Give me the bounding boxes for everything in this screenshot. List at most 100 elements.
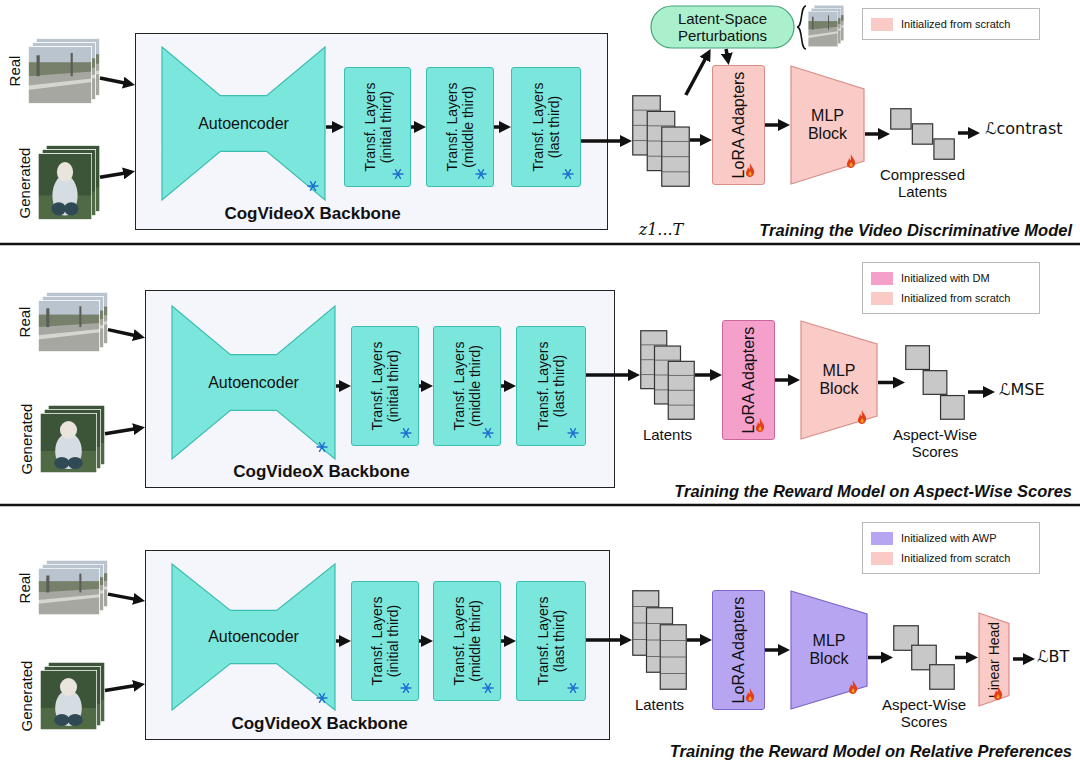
generated-frames [40,405,105,473]
node-label: Linear Head [986,621,1002,697]
node-label: Aspect-Wise Scores [863,696,985,731]
layer-box: Transf. Layers (last third) [511,67,581,187]
flow-arrow [108,594,137,600]
node-label: Compressed Latents [860,166,985,201]
node-label: CogVideoX Backbone [146,714,493,734]
perturbed-frames [808,5,844,47]
flow-arrow [586,638,624,642]
node-shape [890,108,955,160]
mlp-trapezoid: MLP Block [800,320,878,440]
real-frames [38,560,108,615]
node-label: Latent-Space Perturbations [658,11,788,44]
flow-arrow [775,378,792,382]
frozen-icons [308,170,578,703]
flow-arrow [336,384,343,388]
generated-frames [40,662,105,730]
node-label: MLP Block [804,632,854,669]
legend-row: Initialized with AWP [871,528,1031,548]
layer-box: LoRA Adapters [712,590,765,710]
real-frames [38,292,108,352]
legend-swatch [871,292,893,305]
mlp-trapezoid: MLP Block [790,590,868,710]
flow-arrow [411,125,418,129]
node-label: Transf. Layers (initial third) [369,585,401,697]
flow-arrow [765,648,782,652]
image-stack: Real [38,560,108,615]
flow-arrow [494,125,503,129]
backbone-box: CogVideoX BackboneAutoencoderTransf. Lay… [145,290,615,488]
flow-arrow [501,384,508,388]
image-stack: Generated [40,662,105,730]
node-label: Autoencoder [184,114,304,132]
flow-arrow [100,78,127,83]
legend-box: Initialized with AWPInitialized from scr… [862,522,1040,574]
node-label: Latents [602,696,717,713]
autoencoder-shape: Autoencoder [171,305,336,460]
node-shape [632,590,687,690]
legend-label: Initialized from scratch [901,18,1010,30]
latent-stack: Latents [640,330,695,420]
flow-arrow [865,132,882,136]
flow-arrow [955,656,970,660]
layer-box: LoRA Adapters [722,320,775,440]
node-label: z1...T [602,221,720,239]
real-frames [28,38,100,104]
latent-stack: Latents [632,590,687,690]
node-shape [905,345,965,420]
node-shape [640,330,695,420]
layer-box: Transf. Layers (initial third) [351,326,419,446]
node-label: Transf. Layers (last third) [535,585,567,697]
flow-arrow [105,685,137,690]
node-label: CogVideoX Backbone [136,204,489,224]
flow-arrow [878,381,897,385]
flow-arrow [726,49,727,57]
node-label: Real [16,307,33,338]
backbone-box: CogVideoX Backbone Autoencoder Transf. Lay… [145,550,610,740]
node-label: Autoencoder [194,628,314,646]
image-stack: Generated [40,405,105,473]
node-label: LoRA Adapters [729,69,747,181]
node-shape [632,95,690,187]
loss-label: ℒcontrast [985,119,1063,138]
node-label: Real [16,572,33,603]
node-label: MLP Block [803,107,853,144]
trainable-icons [746,154,1002,702]
node-label: Generated [18,404,35,475]
linear-head: Linear Head [978,612,1010,707]
legend-label: Initialized with DM [901,272,990,284]
brace [797,6,806,49]
layer-box: Transf. Layers (middle third) [426,67,494,187]
separator [0,243,1080,246]
latent-stack: Aspect-Wise Scores [893,625,955,690]
legend-swatch [871,18,893,31]
node-label: Aspect-Wise Scores [875,426,995,461]
image-stack: Generated [38,145,100,220]
perturbation-bubble: Latent-Space Perturbations [650,5,795,49]
legend-label: Initialized from scratch [901,292,1010,304]
legend-row: Initialized with DM [871,268,1031,288]
node-shape [893,625,955,690]
layer-box: LoRA Adapters [712,65,765,185]
image-stack: Real [28,38,100,104]
flow-arrow [686,56,707,95]
node-label: Transf. Layers (middle third) [451,330,483,442]
legend-row: Initialized from scratch [871,14,1031,34]
flow-arrow [326,125,336,129]
latent-stack: Compressed Latents [890,108,955,160]
layer-box: Transf. Layers (middle third) [433,326,501,446]
legend-box: Initialized with DM Initialized from scra… [862,262,1040,314]
layer-box: Transf. Layers (initial third) [351,581,419,701]
separator [0,504,1080,507]
node-label: CogVideoX Backbone [146,462,497,482]
node-label: LoRA Adapters [729,594,747,706]
autoencoder-shape: Autoencoder [171,563,336,711]
node-label: Transf. Layers (initial third) [361,71,393,183]
mlp-trapezoid: MLP Block [790,65,865,185]
node-label: Generated [18,661,35,732]
backbone-box: CogVideoX Backbone Autoencoder Transf. Lay… [135,33,608,230]
legend-swatch [871,272,893,285]
node-label: Real [6,56,23,87]
node-label: LoRA Adapters [739,324,757,436]
